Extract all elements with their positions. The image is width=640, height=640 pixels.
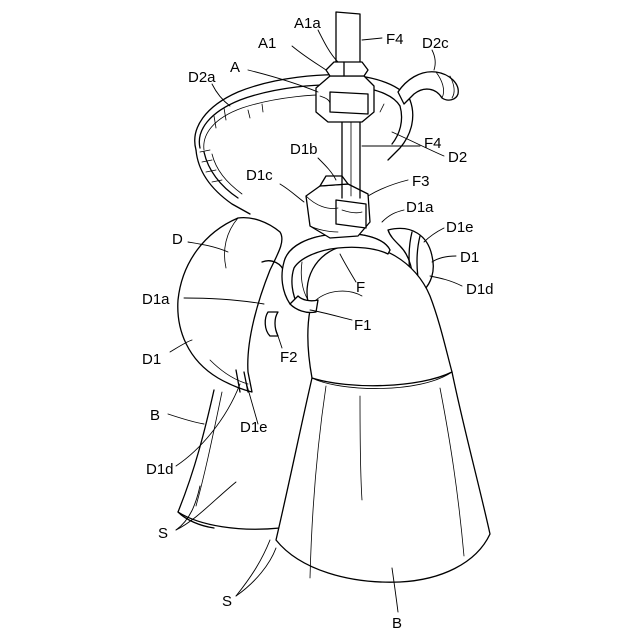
label-d: D — [172, 231, 183, 248]
label-d1d-right: D1d — [466, 281, 494, 298]
label-d2a: D2a — [188, 69, 216, 86]
hook-d2c — [398, 72, 458, 104]
label-b-left: B — [150, 407, 160, 424]
label-d1a-left: D1a — [142, 291, 170, 308]
label-d1d-left: D1d — [146, 461, 174, 478]
label-f: F — [356, 279, 365, 296]
label-d1b: D1b — [290, 141, 318, 158]
label-d1c: D1c — [246, 167, 273, 184]
label-d1e-right: D1e — [446, 219, 474, 236]
label-s-bottom: S — [222, 593, 232, 610]
label-d1e-left: D1e — [240, 419, 268, 436]
label-d1a-right: D1a — [406, 199, 434, 216]
label-s-left: S — [158, 525, 168, 542]
label-f2: F2 — [280, 349, 298, 366]
label-f1: F1 — [354, 317, 372, 334]
label-f4-top: F4 — [386, 31, 404, 48]
label-a1a: A1a — [294, 15, 321, 32]
label-a1: A1 — [258, 35, 276, 52]
stand-left — [265, 312, 278, 336]
label-b-bottom: B — [392, 615, 402, 632]
right-bag — [276, 363, 490, 583]
label-d2: D2 — [448, 149, 467, 166]
label-f3: F3 — [412, 173, 430, 190]
left-cup — [178, 218, 284, 392]
label-d2c: D2c — [422, 35, 449, 52]
label-d1-right: D1 — [460, 249, 479, 266]
label-d1-left: D1 — [142, 351, 161, 368]
label-a: A — [230, 59, 240, 76]
upper-clip-a — [316, 62, 374, 122]
label-f4-mid: F4 — [424, 135, 442, 152]
